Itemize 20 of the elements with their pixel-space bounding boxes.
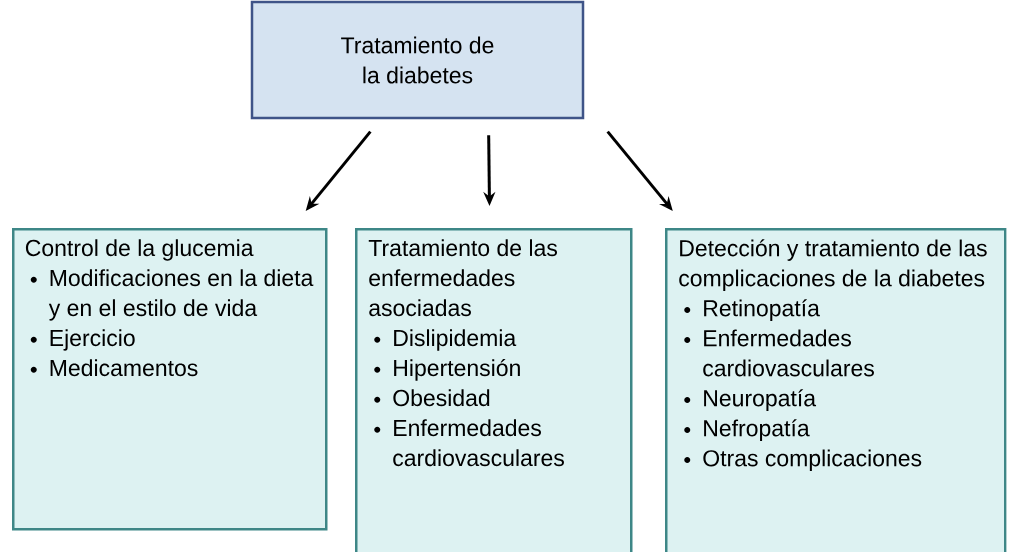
list-item: Dislipidemia — [394, 329, 517, 351]
list-item: Hipertensión — [394, 359, 520, 381]
list-item: Medicamentos — [50, 359, 198, 377]
list-item: Otras complicaciones — [703, 449, 922, 471]
list-item: Ejercicio — [50, 329, 135, 351]
title-box — [250, 0, 585, 120]
list-item: Retinopatía — [704, 299, 820, 321]
list-item: Enfermedades cardiovasculares — [703, 329, 874, 377]
list-item: Nefropatía — [704, 419, 810, 441]
category-box — [12, 228, 328, 531]
category-box — [665, 228, 1007, 552]
list-item: Modificaciones en la dieta y en el estilo de vida — [48, 269, 314, 321]
list-item: Neuropatía — [704, 389, 817, 411]
list-item: Enfermedades cardiovasculares — [393, 419, 564, 467]
list-item: Obesidad — [393, 389, 490, 407]
box-heading: Detección y tratamiento de las complicaciones de la diabetes — [679, 239, 987, 291]
category-box — [355, 228, 633, 552]
box-title: Tratamiento de la diabetes — [341, 36, 494, 84]
box-heading: Tratamiento de las enfermedades asociadas — [368, 239, 557, 317]
box-heading: Control de la glucemia — [25, 239, 254, 261]
